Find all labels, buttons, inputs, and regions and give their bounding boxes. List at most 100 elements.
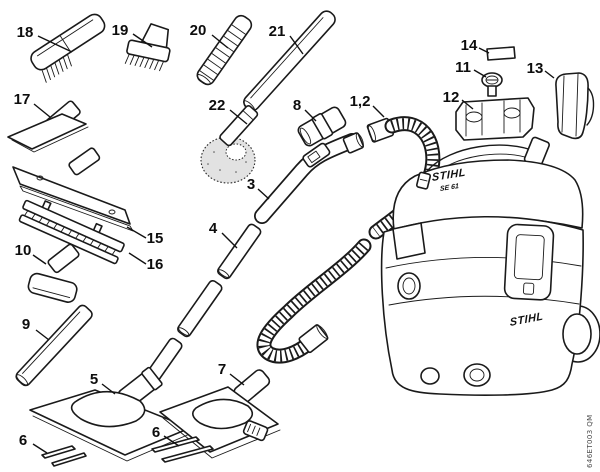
hose-lower-segment xyxy=(256,238,372,364)
callout-21: 21 xyxy=(269,23,304,55)
leader-line xyxy=(211,34,229,49)
part-number: 15 xyxy=(147,230,164,247)
callout-5: 5 xyxy=(90,371,116,395)
callout-18: 18 xyxy=(17,24,73,53)
part-number: 3 xyxy=(247,176,255,193)
callouts: 18 19 20 21 17 22 8 1,2 14 11 13 12 3 4 15 16 10 9 5 7 6 6 xyxy=(14,22,555,454)
upholstery-nozzle-10 xyxy=(27,243,80,303)
part-number: 12 xyxy=(443,89,460,106)
vacuum-model-label: SE 61 xyxy=(440,183,459,193)
brush-strip-16 xyxy=(18,199,125,265)
leader-line xyxy=(32,443,48,454)
leader-line xyxy=(221,232,238,249)
callout-13: 13 xyxy=(527,60,555,79)
holder-13 xyxy=(555,72,595,140)
leader-line xyxy=(473,69,487,78)
crevice-nozzle-21 xyxy=(243,10,336,112)
front-latch xyxy=(503,223,555,301)
floor-nozzle-5 xyxy=(29,366,193,462)
part-number: 19 xyxy=(112,22,129,39)
float-valve-11 xyxy=(481,72,503,97)
leader-line xyxy=(126,226,147,239)
side-port xyxy=(397,272,421,300)
callout-16: 16 xyxy=(128,252,164,273)
casters xyxy=(420,363,491,387)
leader-line xyxy=(132,33,153,48)
vacuum-logo-top: STIHL xyxy=(432,167,466,184)
callout-20: 20 xyxy=(190,22,229,49)
leader-line xyxy=(32,254,47,265)
label-plate-14 xyxy=(486,46,516,61)
part-number: 14 xyxy=(461,37,478,54)
leader-line xyxy=(163,435,180,447)
leader-line xyxy=(35,329,50,341)
hand-brush-19 xyxy=(124,23,171,72)
floor-nozzle-7 xyxy=(159,369,281,459)
leader-line xyxy=(33,103,51,118)
callout-9: 9 xyxy=(22,316,50,341)
leader-line xyxy=(101,383,116,395)
callout-8: 8 xyxy=(293,97,317,122)
squeegee-strips-6-left xyxy=(41,445,87,467)
callout-1-2: 1,2 xyxy=(350,93,385,118)
ribbed-nozzle-20 xyxy=(196,14,253,86)
adapter-8 xyxy=(297,106,347,147)
leader-line xyxy=(229,109,248,125)
pedal xyxy=(242,420,269,442)
leader-line xyxy=(229,373,245,386)
suction-hose-1-2 xyxy=(256,116,441,364)
part-number: 9 xyxy=(22,316,30,333)
part-number: 17 xyxy=(14,91,31,108)
part-number: 1,2 xyxy=(350,93,371,110)
foam-nozzle-22 xyxy=(200,105,259,184)
callout-19: 19 xyxy=(112,22,153,48)
callout-15: 15 xyxy=(126,226,164,247)
bristles xyxy=(24,210,116,256)
leader-line xyxy=(304,109,317,122)
leader-line xyxy=(37,35,73,53)
bracket-12 xyxy=(455,97,535,141)
leader-line xyxy=(544,70,555,79)
carry-handle xyxy=(427,144,538,171)
part-number: 21 xyxy=(269,23,286,40)
part-number: 13 xyxy=(527,60,544,77)
handle-tube-3 xyxy=(254,132,365,224)
callout-4: 4 xyxy=(209,220,238,249)
wheel-rim xyxy=(562,313,592,355)
extension-tubes-4 xyxy=(141,223,262,390)
foam-texture xyxy=(207,144,247,173)
brush-nozzle-18 xyxy=(30,13,106,83)
callout-17: 17 xyxy=(14,91,51,118)
part-number: 18 xyxy=(17,24,34,41)
part-number: 11 xyxy=(455,59,471,76)
callout-11: 11 xyxy=(455,59,487,78)
callout-14: 14 xyxy=(461,37,490,54)
callout-22: 22 xyxy=(209,97,248,125)
bristles xyxy=(124,53,165,72)
leader-line xyxy=(289,35,304,55)
part-number: 22 xyxy=(209,97,226,114)
part-number: 10 xyxy=(15,242,32,259)
power-switch xyxy=(415,171,432,190)
part-number: 20 xyxy=(190,22,207,39)
part-number: 8 xyxy=(293,97,301,114)
upholstery-nozzle-17 xyxy=(7,100,89,153)
figure-code: 646ET003 QM xyxy=(586,414,594,468)
callout-3: 3 xyxy=(247,176,270,200)
callout-10: 10 xyxy=(15,242,47,265)
leader-line xyxy=(128,252,147,265)
leader-line xyxy=(461,99,474,110)
leader-line xyxy=(478,47,490,54)
part-number: 7 xyxy=(218,361,226,378)
part-number: 4 xyxy=(209,220,218,237)
leader-line xyxy=(257,188,270,200)
vacuum-unit: STIHL SE 61 STIHL xyxy=(380,136,600,396)
part-number: 6 xyxy=(19,432,27,449)
part-number: 5 xyxy=(90,371,98,388)
callout-6: 6 xyxy=(19,432,48,454)
callout-6: 6 xyxy=(152,424,180,447)
part-number: 16 xyxy=(147,256,164,273)
callout-7: 7 xyxy=(218,361,245,386)
